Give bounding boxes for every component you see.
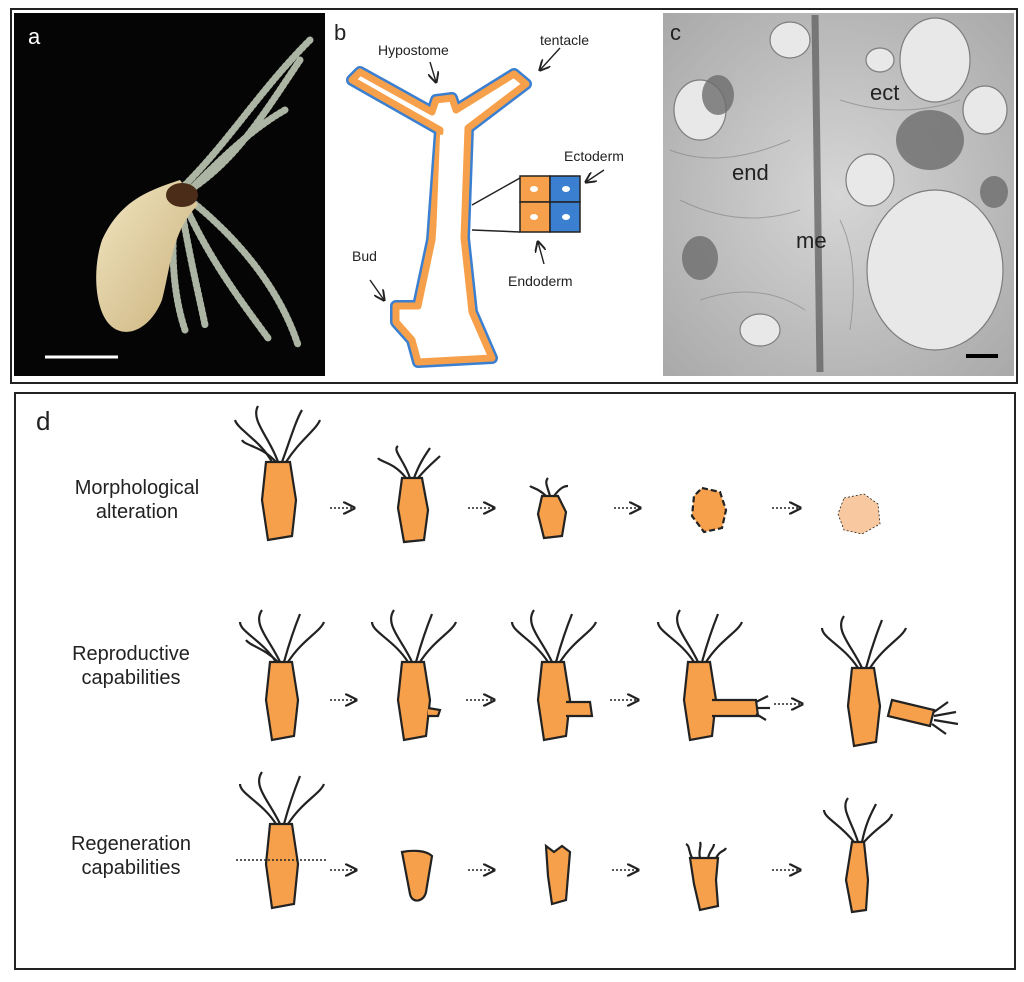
row-label-regeneration-line1: Regeneration xyxy=(70,833,192,855)
reproduction-stage-2 xyxy=(370,609,458,742)
cell-layer-inset xyxy=(471,175,581,233)
label-ect: ect xyxy=(870,80,900,105)
row-label-morphology-line1: Morphological xyxy=(74,477,200,499)
row-label-reproduction-line2: capabilities xyxy=(81,667,181,689)
row-label-reproduction: Reproductive capabilities xyxy=(56,642,206,690)
reproduction-stage-3 xyxy=(510,609,598,742)
regeneration-stage-4 xyxy=(685,841,727,912)
regeneration-stage-5 xyxy=(822,797,894,914)
label-endoderm: Endoderm xyxy=(508,273,573,289)
regeneration-stage-1 xyxy=(236,771,328,910)
label-hypostome: Hypostome xyxy=(378,42,449,58)
em-micrograph xyxy=(663,13,1014,376)
morphology-stage-2 xyxy=(377,445,441,544)
panel-letter-c: c xyxy=(670,20,681,45)
row-label-reproduction-line1: Reproductive xyxy=(72,643,190,665)
stage-arrows xyxy=(330,508,802,870)
reproduction-stage-1 xyxy=(238,609,326,742)
label-tentacle: tentacle xyxy=(540,32,590,48)
morphology-stage-5 xyxy=(837,493,881,535)
hydra-photo xyxy=(14,13,325,376)
row-label-morphology: Morphological alteration xyxy=(62,476,212,524)
regeneration-stage-2 xyxy=(400,849,434,902)
row-label-morphology-line2: alteration xyxy=(95,501,179,523)
bottom-panel-frame xyxy=(14,392,1016,970)
row-label-regeneration: Regeneration capabilities xyxy=(56,832,206,880)
panel-d-drawings xyxy=(233,405,959,914)
panel-letter-a: a xyxy=(28,24,41,49)
hydra-schematic xyxy=(346,47,605,368)
reproduction-stage-4 xyxy=(656,609,770,742)
label-end: end xyxy=(732,160,769,185)
top-panel-frame xyxy=(10,8,1018,384)
panel-letter-b: b xyxy=(334,20,347,45)
regeneration-stage-3 xyxy=(544,843,572,906)
morphology-stage-3 xyxy=(529,477,569,540)
row-label-regeneration-line2: capabilities xyxy=(81,857,181,879)
morphology-stage-1 xyxy=(233,405,322,542)
morphology-stage-4 xyxy=(690,486,728,534)
label-bud: Bud xyxy=(352,248,377,264)
label-ectoderm: Ectoderm xyxy=(564,148,624,164)
reproduction-stage-5 xyxy=(820,615,959,748)
label-me: me xyxy=(796,228,827,253)
panel-letter-d: d xyxy=(36,406,51,436)
